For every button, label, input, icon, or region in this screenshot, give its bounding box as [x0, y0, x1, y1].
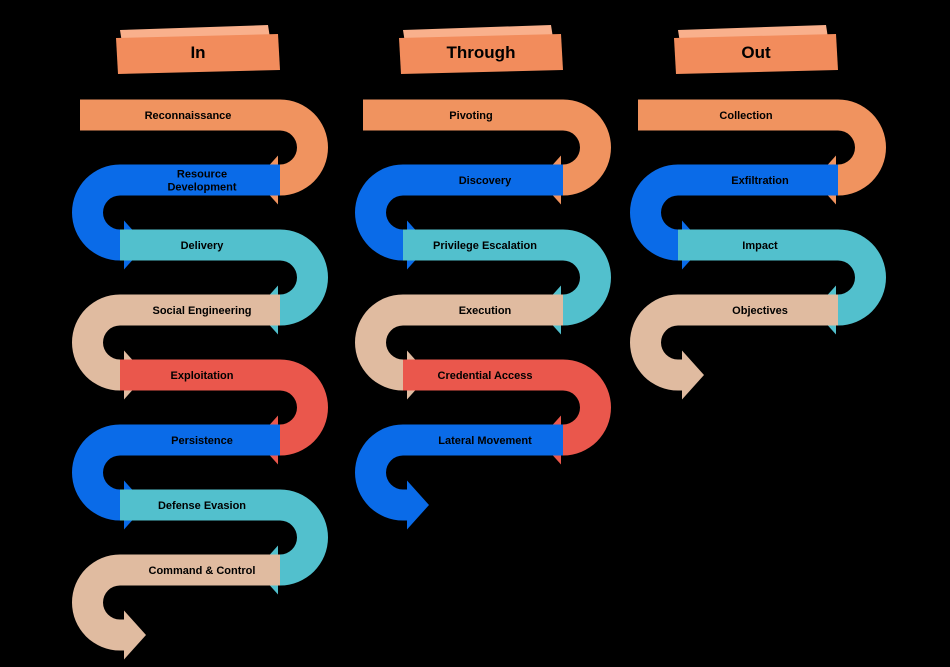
stage-label: Delivery	[181, 240, 225, 252]
stage-label: Execution	[459, 305, 512, 317]
column-title-banner: In	[116, 25, 280, 74]
stage-label: Exploitation	[171, 370, 234, 382]
stage-label: Collection	[719, 110, 772, 122]
column-title-banner: Through	[399, 25, 563, 74]
stage-label: Persistence	[171, 435, 233, 447]
title-ribbon-front	[116, 34, 280, 74]
stage-label: Discovery	[459, 175, 512, 187]
stage-arrow	[355, 424, 563, 530]
stage-band: Lateral Movement	[355, 424, 563, 530]
stage-label: Credential Access	[438, 370, 533, 382]
stage-band: Command & Control	[72, 554, 280, 660]
title-ribbon-front	[399, 34, 563, 74]
stage-label: Exfiltration	[731, 175, 789, 187]
stage-label: Command & Control	[149, 565, 256, 577]
stage-label: Privilege Escalation	[433, 240, 537, 252]
stage-label: Impact	[742, 240, 778, 252]
column-title: In	[190, 43, 205, 62]
column-out: OutCollectionExfiltrationImpactObjective…	[630, 25, 886, 400]
stage-label: Defense Evasion	[158, 500, 246, 512]
stage-label: Pivoting	[449, 110, 492, 122]
stage-band: Objectives	[630, 294, 838, 400]
column-title: Out	[741, 43, 771, 62]
stage-arrow	[72, 554, 280, 660]
stage-label: Lateral Movement	[438, 435, 532, 447]
column-title-banner: Out	[674, 25, 838, 74]
stage-label: Objectives	[732, 305, 788, 317]
stage-label: Social Engineering	[152, 305, 251, 317]
stage-label: Reconnaissance	[145, 110, 232, 122]
title-ribbon-front	[674, 34, 838, 74]
stage-arrow	[630, 294, 838, 400]
column-title: Through	[447, 43, 516, 62]
